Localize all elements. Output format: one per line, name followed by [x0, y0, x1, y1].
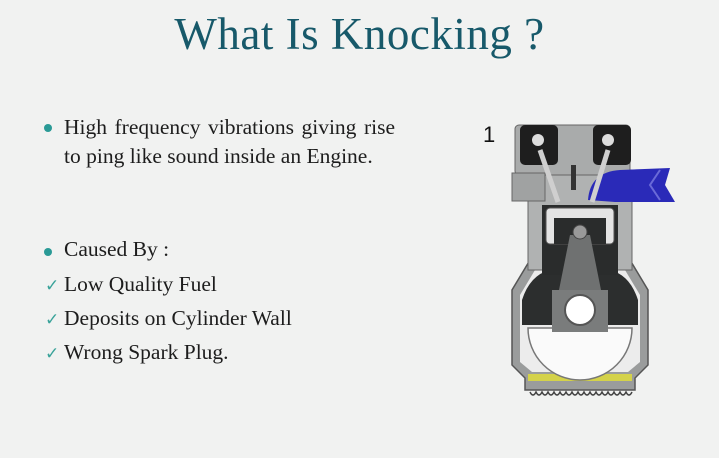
- intake-port: [588, 168, 675, 202]
- exhaust-valve: [537, 149, 561, 203]
- definition-text: High frequency vibrations giving rise to…: [64, 115, 395, 168]
- cause-item: Low Quality Fuel: [64, 272, 217, 296]
- engine-cylinder-diagram: 1: [483, 122, 675, 396]
- checkmark-icon: ✓: [45, 310, 60, 330]
- counterweight: [527, 327, 633, 381]
- spark-plug: [571, 165, 576, 190]
- caused-by-heading: Caused By :: [64, 237, 170, 261]
- crankshaft-pin: [564, 294, 596, 326]
- exhaust-port: [511, 172, 546, 202]
- intake-valve: [589, 149, 611, 203]
- slide-title: What Is Knocking ?: [174, 9, 545, 59]
- bullet-icon: [44, 248, 52, 256]
- stroke-number-label: 1: [483, 122, 495, 147]
- camshaft-housing-right: [593, 125, 631, 165]
- bullet-icon: [44, 124, 52, 132]
- checkmark-icon: ✓: [45, 344, 60, 364]
- checkmark-icon: ✓: [45, 276, 60, 296]
- camshaft-left: [532, 134, 544, 146]
- camshaft-right: [602, 134, 614, 146]
- cause-item: Wrong Spark Plug.: [64, 340, 229, 364]
- wrist-pin: [572, 224, 588, 240]
- oil-pan-ridges: [529, 390, 633, 396]
- cause-item: Deposits on Cylinder Wall: [64, 306, 292, 330]
- connecting-rod: [558, 235, 602, 295]
- intake-arrow-icon: [648, 169, 661, 201]
